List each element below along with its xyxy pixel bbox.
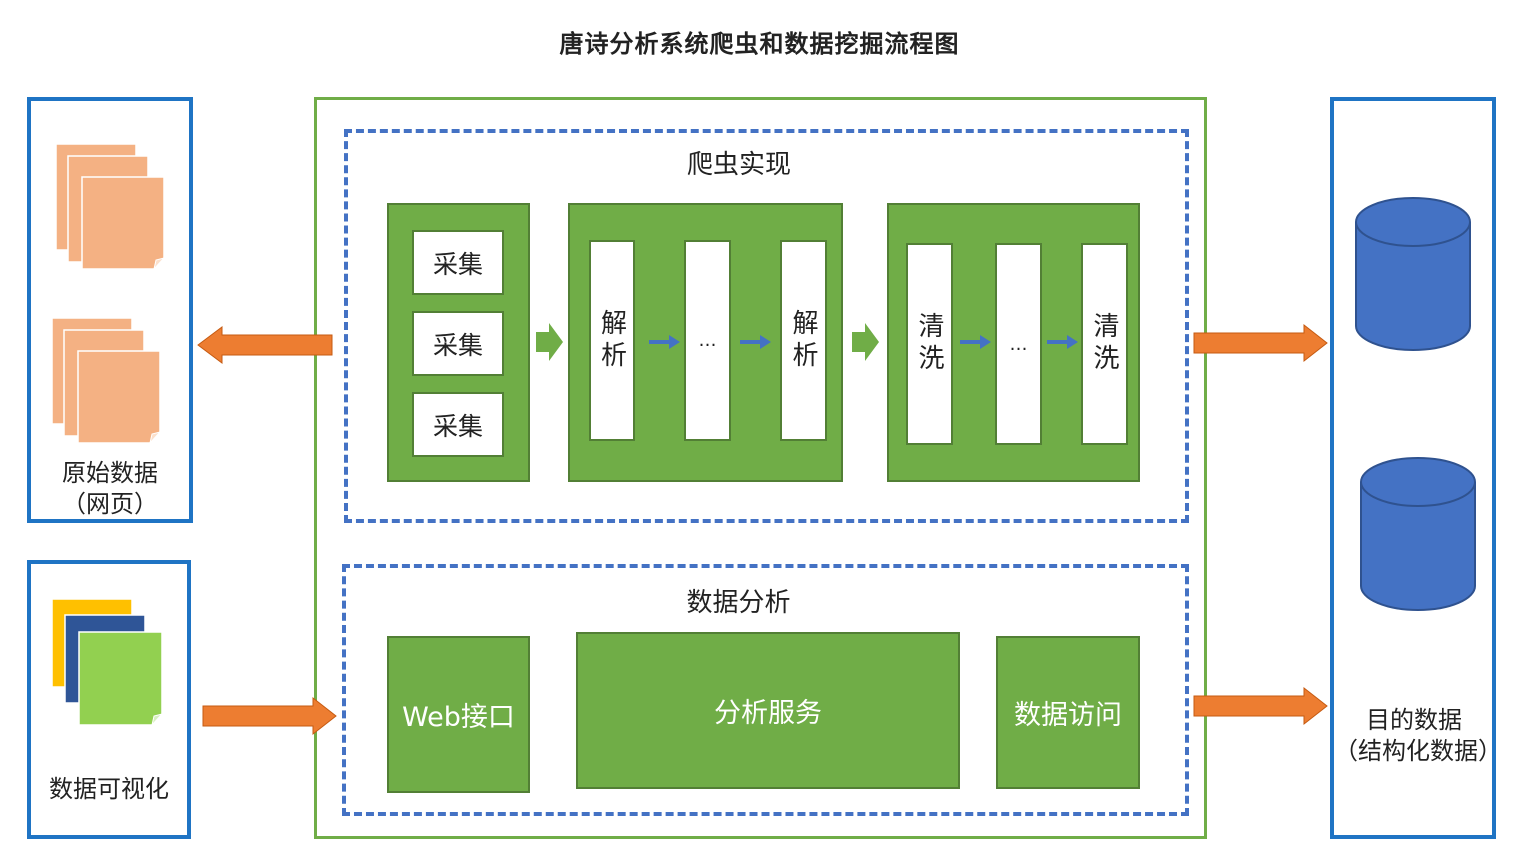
database-icon	[1360, 457, 1476, 611]
raw-data-label-line2: （网页）	[62, 490, 158, 518]
collect-step: 采集	[412, 230, 504, 295]
database-icon	[1355, 197, 1471, 351]
green-arrow-icon	[852, 323, 879, 361]
clean-step: 清洗	[1081, 243, 1128, 445]
target-data-label-line1: 目的数据	[1366, 706, 1462, 734]
diagram-title: 唐诗分析系统爬虫和数据挖掘流程图	[559, 30, 960, 58]
ellipsis-label: …	[1009, 333, 1028, 355]
parse-step-label: 解析	[788, 308, 818, 373]
document-stack-icon	[51, 317, 162, 445]
raw-data-label: 原始数据 （网页）	[31, 458, 189, 520]
collect-step: 采集	[412, 311, 504, 376]
visualization-label: 数据可视化	[49, 775, 169, 803]
orange-right-arrow-icon	[1193, 323, 1328, 363]
analysis-service-box: 分析服务	[576, 632, 960, 789]
clean-step-label: 清洗	[914, 312, 944, 376]
clean-step-ellipsis: …	[995, 243, 1042, 445]
analysis-section-title: 数据分析	[686, 588, 791, 618]
green-arrow-icon	[536, 323, 563, 361]
blue-arrow-icon	[1047, 335, 1078, 349]
orange-right-arrow-icon	[1193, 686, 1328, 726]
target-data-label: 目的数据 （结构化数据）	[1334, 705, 1502, 767]
parse-step-ellipsis: …	[684, 240, 731, 441]
data-access-box: 数据访问	[996, 636, 1140, 789]
collect-step: 采集	[412, 392, 504, 457]
target-data-label-line2: （结构化数据）	[1334, 737, 1502, 765]
blue-arrow-icon	[740, 335, 771, 349]
orange-right-arrow-icon	[202, 696, 337, 736]
colored-document-stack-icon	[51, 598, 164, 727]
web-api-box: Web接口	[387, 636, 530, 793]
parse-step-label: 解析	[596, 308, 627, 373]
crawler-section-title: 爬虫实现	[686, 150, 791, 180]
document-stack-icon	[55, 143, 166, 271]
clean-step-label: 清洗	[1089, 312, 1119, 376]
orange-left-arrow-icon	[197, 326, 333, 364]
parse-step: 解析	[780, 240, 827, 441]
blue-arrow-icon	[960, 335, 991, 349]
ellipsis-label: …	[698, 330, 717, 351]
clean-step: 清洗	[906, 243, 953, 445]
crawler-section	[344, 129, 1189, 523]
parse-step: 解析	[589, 240, 635, 441]
blue-arrow-icon	[649, 335, 680, 349]
raw-data-label-line1: 原始数据	[62, 459, 158, 487]
analysis-section	[342, 564, 1189, 816]
